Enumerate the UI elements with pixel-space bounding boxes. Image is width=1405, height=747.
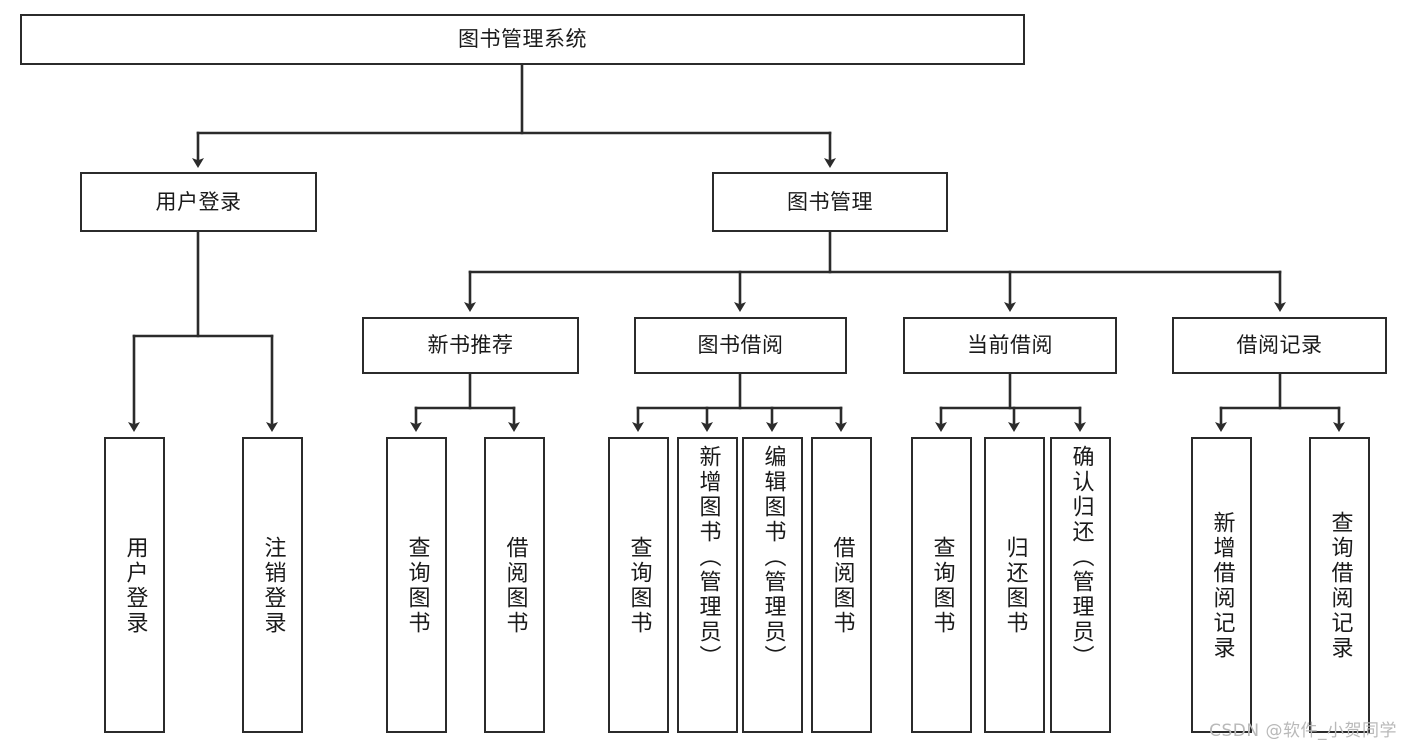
node-leaf-query-book-borrow[interactable]: 查询图书 [608,437,669,733]
node-borrow-record-label: 借阅记录 [1236,333,1323,358]
edges-newbook-to-leaves [410,372,520,432]
node-leaf-query-book-borrow-label: 查询图书 [626,536,652,636]
node-book-manage[interactable]: 图书管理 [712,172,948,232]
node-leaf-user-logout-label: 注销登录 [260,536,286,636]
node-leaf-user-login[interactable]: 用户登录 [104,437,165,733]
edges-currentborrow-to-leaves [935,372,1086,432]
node-root-label: 图书管理系统 [458,27,587,52]
node-book-borrow[interactable]: 图书借阅 [634,317,847,374]
node-user-login[interactable]: 用户登录 [80,172,317,232]
node-leaf-borrow-book-newbook-label: 借阅图书 [502,536,528,636]
node-leaf-return-book-label: 归还图书 [1002,536,1028,636]
node-leaf-query-book-newbook[interactable]: 查询图书 [386,437,447,733]
node-user-login-label: 用户登录 [155,189,242,214]
node-book-borrow-label: 图书借阅 [697,333,784,358]
watermark-text: CSDN @软件_小贺同学 [1209,721,1397,741]
node-leaf-borrow-book-borrow-label: 借阅图书 [829,536,855,636]
node-leaf-borrow-book-newbook[interactable]: 借阅图书 [484,437,545,733]
node-leaf-edit-book-admin-label: 编辑图书（管理员） [760,445,786,670]
node-leaf-borrow-book-borrow[interactable]: 借阅图书 [811,437,872,733]
edges-userlogin-to-leaves [128,230,278,432]
node-leaf-query-book-newbook-label: 查询图书 [404,536,430,636]
edges-borrowrecord-to-leaves [1215,372,1345,432]
node-leaf-add-borrow-record-label: 新增借阅记录 [1209,511,1235,661]
node-new-book-recommend-label: 新书推荐 [427,333,514,358]
node-current-borrow-label: 当前借阅 [967,333,1053,358]
node-borrow-record[interactable]: 借阅记录 [1172,317,1387,374]
node-leaf-user-login-label: 用户登录 [122,536,148,636]
node-leaf-query-book-current-label: 查询图书 [929,536,955,636]
node-leaf-edit-book-admin[interactable]: 编辑图书（管理员） [742,437,803,733]
node-new-book-recommend[interactable]: 新书推荐 [362,317,579,374]
edges-booklmanage-to-level3 [464,230,1286,312]
node-leaf-query-book-current[interactable]: 查询图书 [911,437,972,733]
node-leaf-query-borrow-record[interactable]: 查询借阅记录 [1309,437,1370,733]
edges-bookborrow-to-leaves [632,372,847,432]
node-leaf-confirm-return-admin[interactable]: 确认归还（管理员） [1050,437,1111,733]
node-current-borrow[interactable]: 当前借阅 [903,317,1117,374]
edges-root-to-level2 [192,63,836,168]
node-leaf-user-logout[interactable]: 注销登录 [242,437,303,733]
node-book-manage-label: 图书管理 [787,189,873,214]
node-leaf-confirm-return-admin-label: 确认归还（管理员） [1068,445,1094,670]
node-leaf-query-borrow-record-label: 查询借阅记录 [1327,511,1353,661]
node-leaf-add-borrow-record[interactable]: 新增借阅记录 [1191,437,1252,733]
node-leaf-add-book-admin-label: 新增图书（管理员） [695,445,721,670]
node-leaf-add-book-admin[interactable]: 新增图书（管理员） [677,437,738,733]
node-leaf-return-book[interactable]: 归还图书 [984,437,1045,733]
node-root-system[interactable]: 图书管理系统 [20,14,1025,65]
